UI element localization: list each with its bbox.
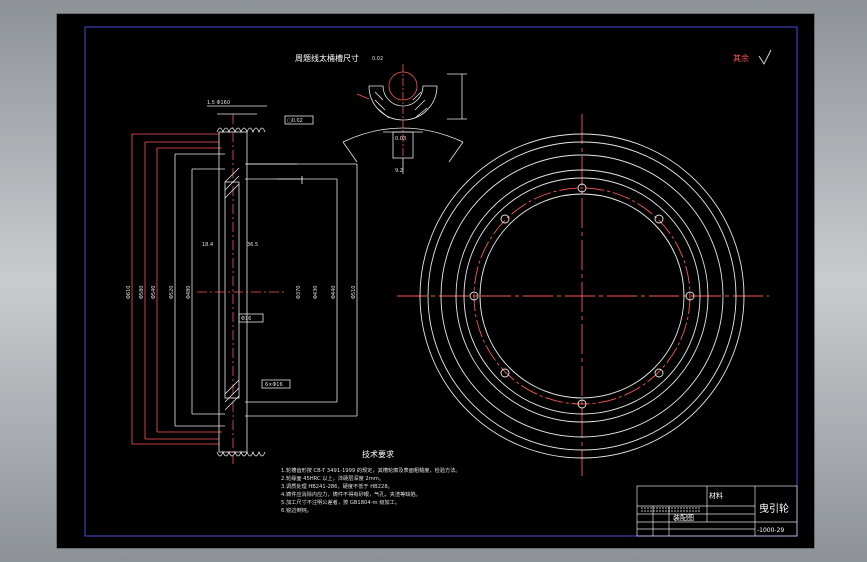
roughness-note: 其余 xyxy=(733,53,749,63)
tech-note: 5.加工尺寸不注明公差者，按 GB1804-m 级加工。 xyxy=(281,498,400,506)
svg-text:0.02: 0.02 xyxy=(372,56,383,62)
title-block-part-name: 曳引轮 xyxy=(759,502,789,515)
tech-note: 4.铸件应消除内应力，铸件不得有砂眼，气孔，夹渣等缺陷。 xyxy=(281,490,421,498)
tech-note: 1.轮槽齿形按 CB-T 3491-1999 的规定，其槽轮廓及表面粗糙度，检验… xyxy=(281,466,461,474)
title-block-material: 材料 xyxy=(709,491,723,500)
svg-text:Φ440: Φ440 xyxy=(331,286,337,299)
svg-text:18.4: 18.4 xyxy=(202,242,213,248)
svg-text:Φ510: Φ510 xyxy=(351,286,357,299)
svg-text:Φ370: Φ370 xyxy=(296,286,302,299)
tech-note: 2.轮缘面 45HRC 以上，淬硬层深度 2mm。 xyxy=(281,474,384,482)
svg-text:Φ520: Φ520 xyxy=(169,286,175,299)
svg-text:6×Φ16: 6×Φ16 xyxy=(265,382,283,388)
tech-note: 3.调质处理 HB241-286，硬度不低于 HB228。 xyxy=(281,482,393,490)
groove-detail-title: 周题线太桶槽尺寸 xyxy=(295,53,359,63)
tech-requirements-title: 技术要求 xyxy=(362,449,394,459)
title-block xyxy=(636,485,798,537)
section-view xyxy=(131,105,358,464)
front-view xyxy=(397,114,769,476)
svg-text:Φ16: Φ16 xyxy=(241,316,251,322)
cad-viewport[interactable]: Φ610 Φ580 Φ540 Φ520 Φ480 Φ370 Φ430 Φ440 … xyxy=(56,13,815,549)
engineering-drawing: Φ610 Φ580 Φ540 Φ520 Φ480 Φ370 Φ430 Φ440 … xyxy=(84,26,798,537)
svg-text:1.5 Φ160: 1.5 Φ160 xyxy=(207,100,230,106)
svg-text:0.03: 0.03 xyxy=(395,136,406,142)
svg-text:Φ580: Φ580 xyxy=(139,286,145,299)
title-block-drawing-no: -1000-29 xyxy=(757,527,784,534)
svg-text:Φ430: Φ430 xyxy=(313,286,319,299)
svg-text:9.2: 9.2 xyxy=(395,168,403,174)
roughness-symbol xyxy=(758,49,772,65)
svg-text:Φ480: Φ480 xyxy=(186,286,192,299)
svg-text:Φ610: Φ610 xyxy=(126,286,132,299)
svg-text:▢0.02: ▢0.02 xyxy=(287,118,303,124)
groove-detail xyxy=(342,64,467,174)
tech-note: 6.锐边倒钝。 xyxy=(281,506,312,514)
svg-text:Φ540: Φ540 xyxy=(151,286,157,299)
svg-text:36.5: 36.5 xyxy=(247,242,258,248)
tech-requirements-list: 1.轮槽齿形按 CB-T 3491-1999 的规定，其槽轮廓及表面粗糙度，检验… xyxy=(281,466,461,514)
outer-frame xyxy=(84,26,798,537)
title-block-org: 装配图 xyxy=(673,513,694,522)
